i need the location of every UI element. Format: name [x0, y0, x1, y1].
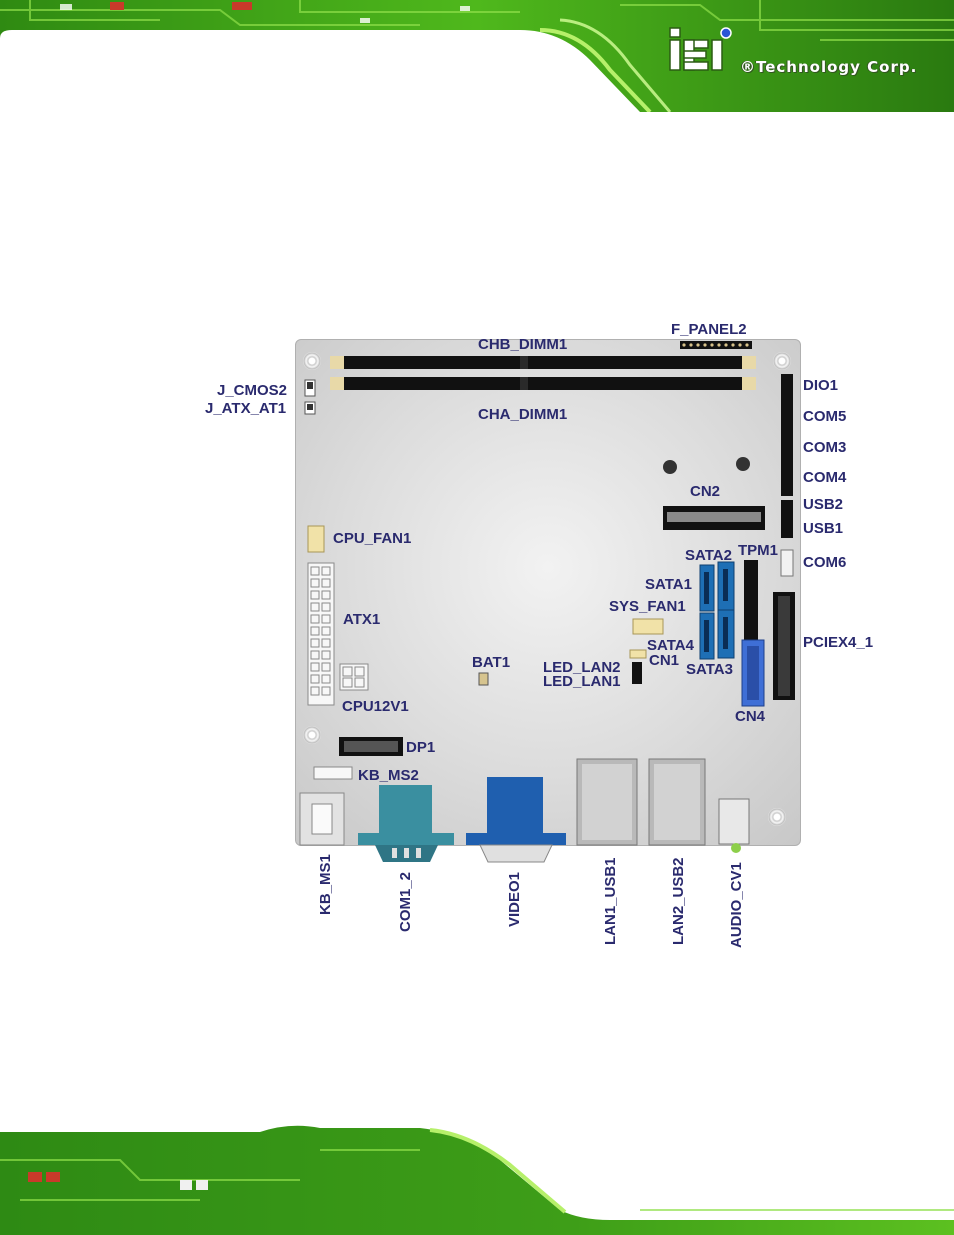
mounting-hole	[768, 808, 786, 826]
label-usb2: USB2	[803, 497, 843, 512]
label-sata1: SATA1	[645, 577, 692, 592]
label-pciex4-1: PCIEX4_1	[803, 635, 873, 650]
label-dio1: DIO1	[803, 378, 838, 393]
label-sata2: SATA2	[685, 548, 732, 563]
label-cn4: CN4	[735, 709, 765, 724]
mounting-hole	[303, 726, 321, 744]
label-com3: COM3	[803, 440, 846, 455]
label-cpu12v1: CPU12V1	[342, 699, 409, 714]
label-f-panel2: F_PANEL2	[671, 322, 747, 337]
label-sata4: SATA4	[647, 638, 694, 653]
label-cn1: CN1	[649, 653, 679, 668]
label-lan2-usb2: LAN2_USB2	[671, 857, 686, 945]
label-cn2: CN2	[690, 484, 720, 499]
label-video1: VIDEO1	[507, 872, 522, 927]
label-j-cmos2: J_CMOS2	[217, 383, 287, 398]
label-kb-ms1: KB_MS1	[318, 854, 333, 915]
label-dp1: DP1	[406, 740, 435, 755]
label-led-lan1: LED_LAN1	[543, 674, 621, 689]
label-sys-fan1: SYS_FAN1	[609, 599, 686, 614]
label-bat1: BAT1	[472, 655, 510, 670]
mounting-hole	[303, 352, 321, 370]
label-cha-dimm1: CHA_DIMM1	[478, 407, 567, 422]
label-j-atx-at1: J_ATX_AT1	[205, 401, 286, 416]
label-sata3: SATA3	[686, 662, 733, 677]
label-com6: COM6	[803, 555, 846, 570]
dimm-slot-chb	[330, 356, 756, 369]
circuit-footer-graphic	[0, 1120, 954, 1235]
label-lan1-usb1: LAN1_USB1	[603, 857, 618, 945]
label-com1-2: COM1_2	[398, 872, 413, 932]
label-com5: COM5	[803, 409, 846, 424]
label-chb-dimm1: CHB_DIMM1	[478, 337, 567, 352]
label-atx1: ATX1	[343, 612, 380, 627]
dimm-slot-cha	[330, 377, 756, 390]
label-tpm1: TPM1	[738, 543, 778, 558]
label-com4: COM4	[803, 470, 846, 485]
footer-banner	[0, 1120, 954, 1235]
label-kb-ms2: KB_MS2	[358, 768, 419, 783]
label-usb1: USB1	[803, 521, 843, 536]
mounting-hole	[773, 352, 791, 370]
label-audio-cv1: AUDIO_CV1	[729, 862, 744, 948]
label-cpu-fan1: CPU_FAN1	[333, 531, 411, 546]
